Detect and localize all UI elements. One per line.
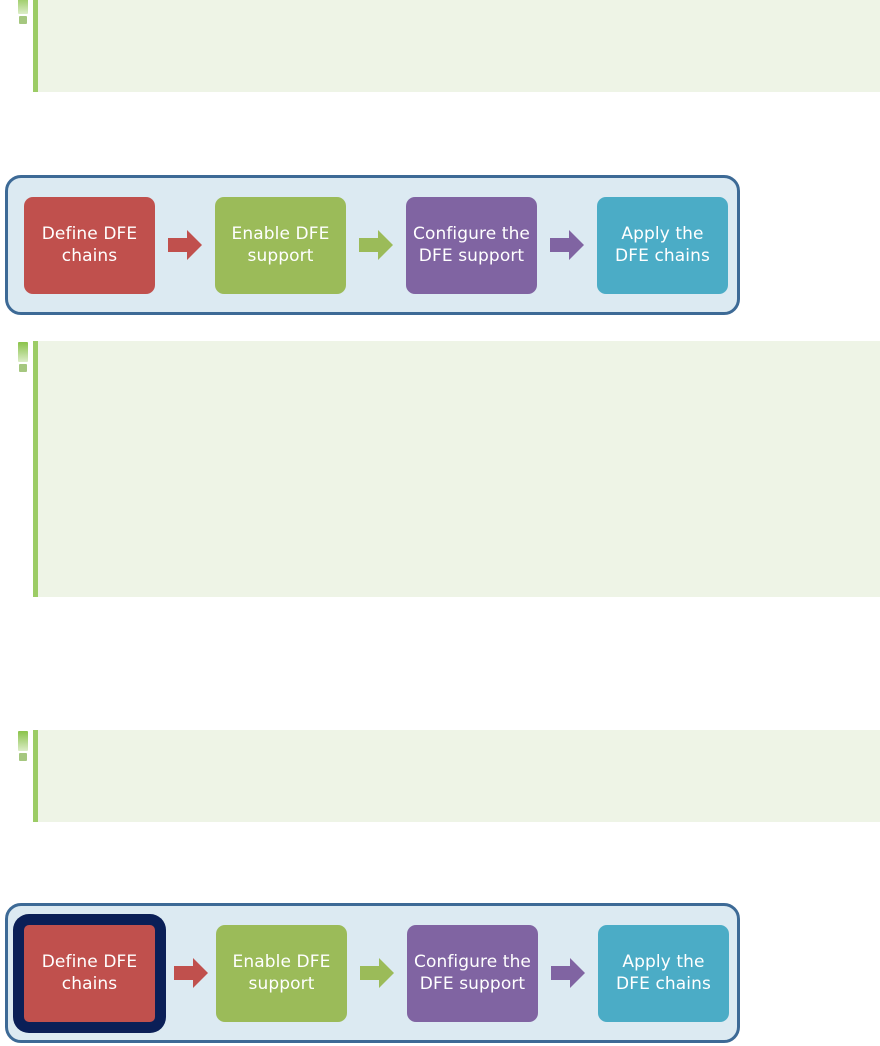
flow-step-apply-dfe-chains[interactable]: Apply the DFE chains <box>597 196 728 294</box>
flow-arrow-3-icon <box>551 958 585 988</box>
diagram-bottom-steps-row: Define DFE chains Enable DFE support Con… <box>8 913 729 1033</box>
flow-step-define-dfe-chains[interactable]: Define DFE chains <box>24 196 155 294</box>
note-panel-3-text <box>38 730 880 822</box>
flow-step-label: Enable DFE support <box>231 224 330 266</box>
exclamation-dot <box>19 753 27 761</box>
exclamation-note-icon <box>17 0 29 24</box>
exclamation-dot <box>19 364 27 372</box>
dfe-workflow-diagram-bottom[interactable]: Define DFE chains Enable DFE support Con… <box>5 903 740 1043</box>
flow-arrow-2-icon <box>360 958 394 988</box>
exclamation-note-icon <box>17 342 29 372</box>
exclamation-stem <box>18 731 28 751</box>
exclamation-stem <box>18 342 28 362</box>
flow-arrow-3-icon <box>550 230 584 260</box>
flow-step-apply-dfe-chains[interactable]: Apply the DFE chains <box>598 924 729 1022</box>
flow-step-label: Configure the DFE support <box>414 952 531 994</box>
flow-step-label: Enable DFE support <box>232 952 331 994</box>
note-panel-2 <box>33 341 880 597</box>
flow-step-configure-dfe-support[interactable]: Configure the DFE support <box>407 924 538 1022</box>
flow-step-label: Apply the DFE chains <box>616 952 711 994</box>
dfe-workflow-diagram-top[interactable]: Define DFE chains Enable DFE support Con… <box>5 175 740 315</box>
flow-step-enable-dfe-support[interactable]: Enable DFE support <box>215 196 346 294</box>
flow-step-define-dfe-chains-selection-highlight: Define DFE chains <box>13 913 166 1033</box>
note-panel-1-text <box>38 0 880 92</box>
flow-step-define-dfe-chains[interactable]: Define DFE chains <box>24 924 155 1022</box>
exclamation-stem <box>18 0 28 14</box>
flow-step-label: Define DFE chains <box>41 224 138 266</box>
flow-arrow-2-icon <box>359 230 393 260</box>
flow-arrow-1-icon <box>174 958 208 988</box>
flow-step-label: Configure the DFE support <box>413 224 530 266</box>
flow-step-label: Define DFE chains <box>41 952 138 994</box>
flow-arrow-1-icon <box>168 230 202 260</box>
diagram-top-steps-row: Define DFE chains Enable DFE support Con… <box>8 196 728 294</box>
exclamation-note-icon <box>17 731 29 761</box>
note-panel-1 <box>33 0 880 92</box>
flow-step-enable-dfe-support[interactable]: Enable DFE support <box>216 924 347 1022</box>
flow-step-label: Apply the DFE chains <box>615 224 710 266</box>
note-panel-2-text <box>38 341 880 597</box>
note-panel-3 <box>33 730 880 822</box>
flow-step-configure-dfe-support[interactable]: Configure the DFE support <box>406 196 537 294</box>
exclamation-dot <box>19 16 27 24</box>
